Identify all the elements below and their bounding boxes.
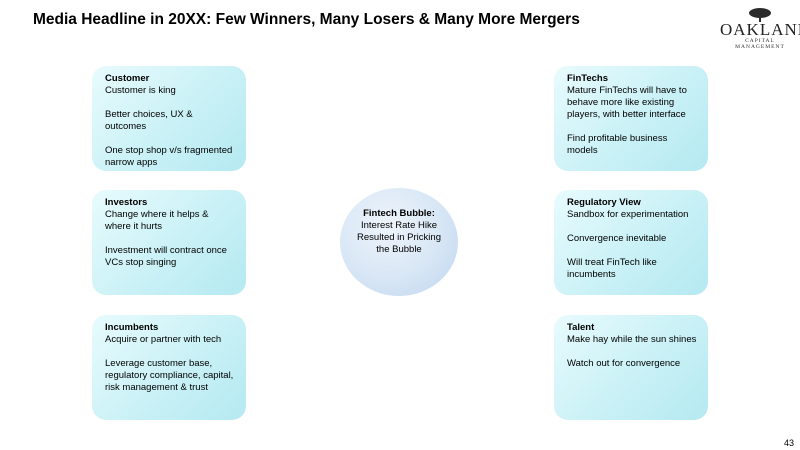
box-text: Find profitable business models (567, 133, 668, 156)
box-heading: Talent (567, 322, 595, 333)
oak-tree-icon (749, 8, 771, 22)
box-text: Customer is king (105, 85, 176, 96)
investors-box: Investors Change where it helps & where … (92, 190, 246, 295)
box-text: Acquire or partner with tech (105, 334, 222, 345)
box-text: Better choices, UX & outcomes (105, 109, 193, 132)
customer-box: Customer Customer is king Better choices… (92, 66, 246, 171)
fintechs-box: FinTechs Mature FinTechs will have to be… (554, 66, 708, 171)
oaklane-logo: OAKLANE CAPITAL MANAGEMENT (720, 8, 800, 50)
box-heading: FinTechs (567, 73, 608, 84)
box-text: Will treat FinTech like incumbents (567, 257, 657, 280)
fintech-bubble: Fintech Bubble: Interest Rate Hike Resul… (340, 188, 458, 296)
box-text: Investment will contract once VCs stop s… (105, 245, 227, 268)
box-text: Convergence inevitable (567, 233, 667, 244)
box-heading: Customer (105, 73, 150, 84)
box-text: Sandbox for experimentation (567, 209, 689, 220)
regulatory-view-box: Regulatory View Sandbox for experimentat… (554, 190, 708, 295)
box-heading: Investors (105, 197, 148, 208)
box-text: Watch out for convergence (567, 358, 681, 369)
logo-subtitle: CAPITAL MANAGEMENT (735, 38, 785, 50)
box-heading: Regulatory View (567, 197, 641, 208)
box-text: Leverage customer base, regulatory compl… (105, 358, 234, 393)
box-text: One stop shop v/s fragmented narrow apps (105, 145, 233, 168)
bubble-heading: Fintech Bubble: (363, 208, 435, 219)
talent-box: Talent Make hay while the sun shines Wat… (554, 315, 708, 420)
box-text: Make hay while the sun shines (567, 334, 697, 345)
box-text: Change where it helps & where it hurts (105, 209, 209, 232)
box-text: Mature FinTechs will have to behave more… (567, 85, 687, 120)
bubble-text: Interest Rate Hike Resulted in Pricking … (357, 220, 441, 255)
logo-name: OAKLANE (720, 20, 800, 39)
page-title: Media Headline in 20XX: Few Winners, Man… (33, 11, 580, 28)
box-heading: Incumbents (105, 322, 159, 333)
incumbents-box: Incumbents Acquire or partner with tech … (92, 315, 246, 420)
page-number: 43 (784, 438, 795, 448)
